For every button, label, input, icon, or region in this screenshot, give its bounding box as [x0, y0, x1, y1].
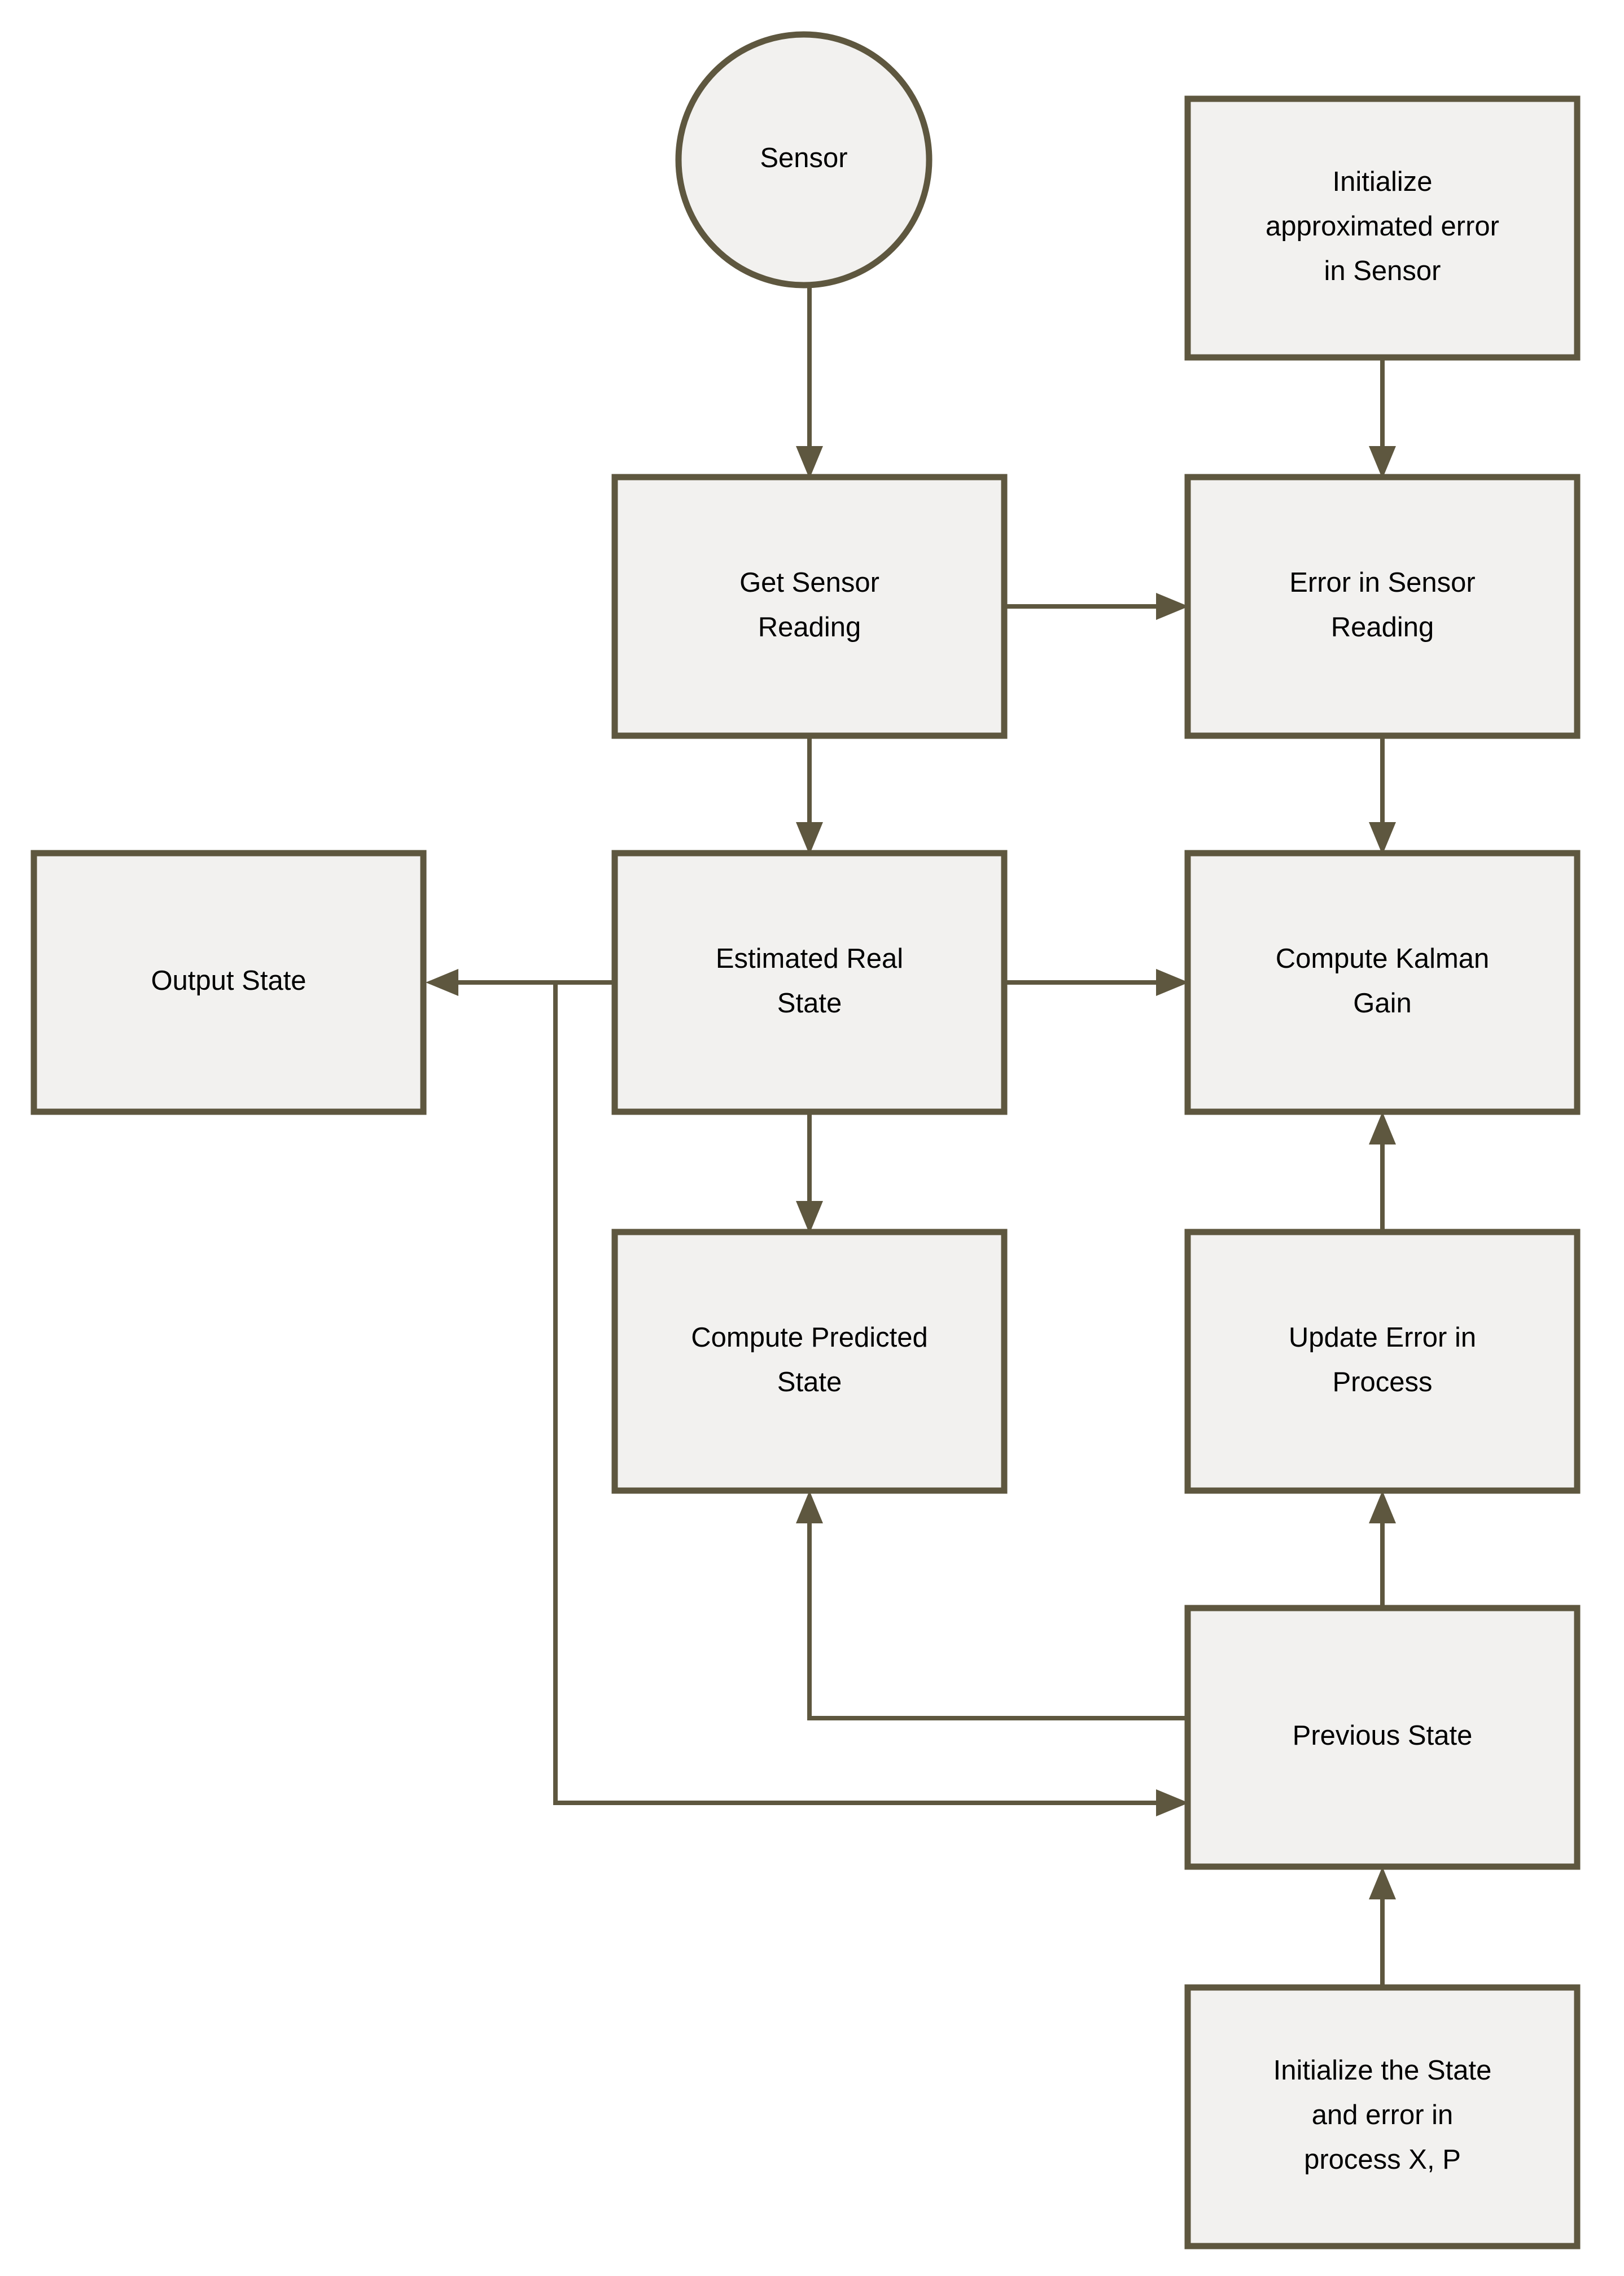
update-error-in-process-label-line-0: Update Error in	[1289, 1322, 1476, 1353]
node-previous-state[interactable]: Previous State	[1184, 1605, 1581, 1870]
edge-init-error-to-error-in-sensor-reading	[1369, 357, 1396, 479]
compute-predicted-state-shape[interactable]	[611, 1229, 1008, 1494]
estimated-real-state-label-line-1: State	[777, 988, 842, 1019]
node-get-sensor-reading[interactable]: Get Sensor Reading	[611, 474, 1008, 739]
initialize-approximated-error-label-line-0: Initialize	[1332, 167, 1432, 197]
edge-update-error-in-process-to-compute-kalman-gain	[1369, 1112, 1396, 1232]
output-state-shape[interactable]	[30, 850, 427, 1115]
compute-predicted-state-label-line-1: State	[777, 1367, 842, 1397]
node-layer: Sensor Initialize approximated error in …	[30, 31, 1581, 2249]
initialize-the-state-label-line-0: Initialize the State	[1273, 2055, 1492, 2086]
initialize-the-state-shape[interactable]	[1184, 1984, 1581, 2249]
node-compute-kalman-gain[interactable]: Compute Kalman Gain	[1184, 850, 1581, 1115]
node-compute-predicted-state[interactable]: Compute Predicted State	[611, 1229, 1008, 1494]
get-sensor-reading-label-line-0: Get Sensor	[739, 567, 879, 598]
edge-estimated-real-state-to-output-state	[426, 969, 615, 996]
node-sensor[interactable]: Sensor	[675, 31, 933, 289]
estimated-real-state-label-line-0: Estimated Real	[716, 943, 903, 974]
update-error-in-process-label-line-1: Process	[1332, 1367, 1432, 1397]
edge-get-sensor-reading-to-estimated-real-state	[796, 736, 823, 855]
edge-layer	[426, 285, 1396, 1987]
node-initialize-approximated-error-in-sensor[interactable]: Initialize approximated error in Sensor	[1184, 95, 1581, 361]
edge-previous-state-to-update-error-in-process	[1369, 1491, 1396, 1608]
initialize-the-state-label-line-2: process X, P	[1304, 2144, 1461, 2175]
get-sensor-reading-shape[interactable]	[611, 474, 1008, 739]
node-estimated-real-state[interactable]: Estimated Real State	[611, 850, 1008, 1115]
error-in-sensor-reading-label-line-0: Error in Sensor	[1289, 567, 1476, 598]
node-output-state[interactable]: Output State	[30, 850, 427, 1115]
edge-estimated-real-state-to-compute-kalman-gain	[1004, 969, 1189, 996]
edge-get-sensor-reading-to-error-in-sensor-reading	[1004, 593, 1189, 620]
edge-previous-state-to-compute-predicted-state	[796, 1491, 1188, 1720]
node-initialize-the-state-and-error-in-process[interactable]: Initialize the State and error in proces…	[1184, 1984, 1581, 2249]
compute-kalman-gain-label-line-1: Gain	[1353, 988, 1412, 1019]
sensor-label-line-0: Sensor	[760, 143, 847, 173]
edge-estimated-real-state-to-previous-state	[553, 982, 1189, 1816]
compute-kalman-gain-label-line-0: Compute Kalman	[1276, 943, 1490, 974]
update-error-in-process-shape[interactable]	[1184, 1229, 1581, 1494]
sensor-shape[interactable]	[675, 31, 933, 289]
initialize-approximated-error-label-line-1: approximated error	[1266, 211, 1499, 242]
node-error-in-sensor-reading[interactable]: Error in Sensor Reading	[1184, 474, 1581, 739]
error-in-sensor-reading-label-line-1: Reading	[1331, 612, 1434, 643]
output-state-label-line-0: Output State	[151, 966, 306, 996]
node-update-error-in-process[interactable]: Update Error in Process	[1184, 1229, 1581, 1494]
compute-kalman-gain-shape[interactable]	[1184, 850, 1581, 1115]
edge-error-in-sensor-reading-to-compute-kalman-gain	[1369, 736, 1396, 855]
edge-estimated-real-state-to-compute-predicted-state	[796, 1112, 823, 1234]
initialize-approximated-error-label-line-2: in Sensor	[1324, 256, 1441, 286]
previous-state-label-line-0: Previous State	[1293, 1720, 1473, 1751]
initialize-the-state-label-line-1: and error in	[1312, 2100, 1454, 2130]
initialize-approximated-error-shape[interactable]	[1184, 95, 1581, 361]
compute-predicted-state-label-line-0: Compute Predicted	[691, 1322, 927, 1353]
error-in-sensor-reading-shape[interactable]	[1184, 474, 1581, 739]
estimated-real-state-shape[interactable]	[611, 850, 1008, 1115]
previous-state-shape[interactable]	[1184, 1605, 1581, 1870]
get-sensor-reading-label-line-1: Reading	[758, 612, 861, 643]
edge-initialize-state-to-previous-state	[1369, 1867, 1396, 1987]
edge-sensor-to-get-sensor-reading	[796, 285, 823, 479]
